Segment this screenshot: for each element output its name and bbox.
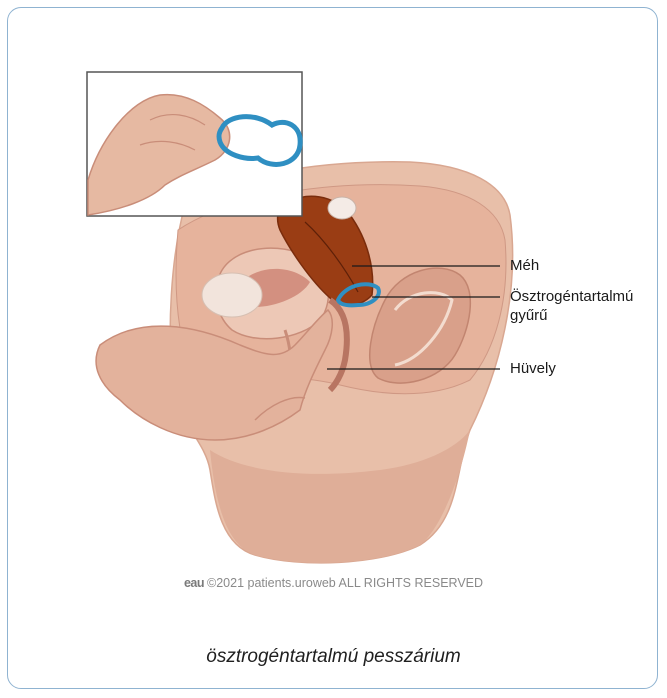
label-ring-line1: Ösztrogéntartalmú [510,288,633,306]
copyright-text: ©2021 patients.uroweb ALL RIGHTS RESERVE… [207,576,483,590]
ovary [328,197,356,219]
pubic-bone [202,273,262,317]
label-ring-line2: gyűrű [510,307,548,325]
label-uterus: Méh [510,257,539,275]
figure-caption: ösztrogéntartalmú pesszárium [0,646,667,668]
eau-logo: eau [184,576,204,590]
copyright-line: eau©2021 patients.uroweb ALL RIGHTS RESE… [0,576,667,590]
label-vagina: Hüvely [510,360,556,378]
